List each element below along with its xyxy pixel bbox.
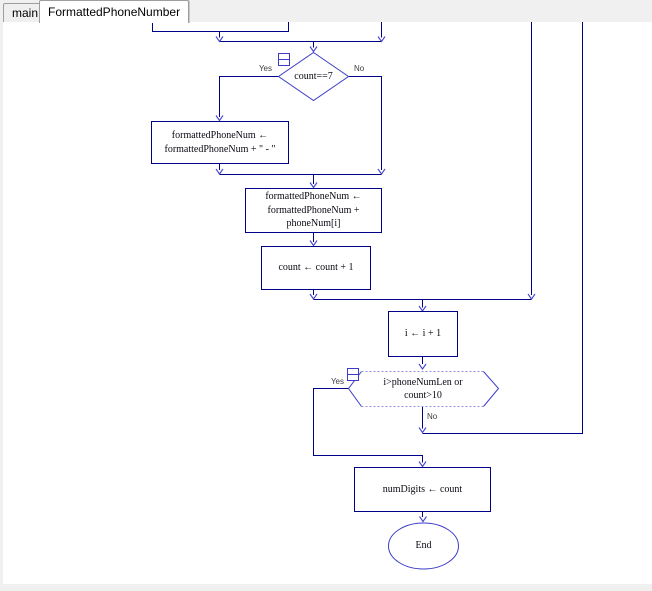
window-edge-left xyxy=(0,22,3,584)
assign-i-node[interactable]: i ← i + 1 xyxy=(388,311,458,357)
loop-hexagon-dashed xyxy=(361,371,484,407)
tab-bar: main FormattedPhoneNumber xyxy=(0,0,652,23)
assign-numdigits-label: numDigits ← count xyxy=(382,483,463,495)
loop-condition-label: i>phoneNumLen or count>10 xyxy=(383,376,463,402)
window-edge-bottom xyxy=(0,584,652,591)
assign-i-label: i ← i + 1 xyxy=(404,328,442,340)
flowchart-canvas xyxy=(0,22,652,584)
decision-count-node[interactable]: count==7 xyxy=(278,59,349,94)
no-label: No xyxy=(354,64,365,73)
connector-lines xyxy=(152,22,583,517)
yes-label: Yes xyxy=(330,377,344,386)
end-terminal-label: End xyxy=(415,540,432,552)
assign-dash-label: formattedPhoneNum ← formattedPhoneNum + … xyxy=(164,130,276,155)
assign-append-node[interactable]: formattedPhoneNum ← formattedPhoneNum + … xyxy=(245,188,382,233)
decision-count-label: count==7 xyxy=(294,70,333,82)
end-ellipse-shape[interactable] xyxy=(388,522,459,570)
assign-dash-node[interactable]: formattedPhoneNum ← formattedPhoneNum + … xyxy=(151,121,289,164)
collapse-icon[interactable] xyxy=(278,53,290,66)
collapse-icon[interactable] xyxy=(347,368,359,381)
assign-count-label: count ← count + 1 xyxy=(278,262,354,274)
assign-append-label: formattedPhoneNum ← formattedPhoneNum + … xyxy=(265,191,362,230)
tab-formatted-phone-number[interactable]: FormattedPhoneNumber xyxy=(39,0,190,23)
tab-main-label: main xyxy=(12,6,39,20)
yes-label: Yes xyxy=(258,64,272,73)
loop-condition-node[interactable]: i>phoneNumLen or count>10 xyxy=(358,372,488,406)
assign-numdigits-node[interactable]: numDigits ← count xyxy=(354,467,491,512)
decision-diamond-shape[interactable] xyxy=(277,51,350,102)
tab-formatted-phone-number-label: FormattedPhoneNumber xyxy=(48,5,181,19)
end-terminal-node[interactable]: End xyxy=(389,535,458,557)
no-label: No xyxy=(427,412,438,421)
assign-count-node[interactable]: count ← count + 1 xyxy=(261,246,371,290)
